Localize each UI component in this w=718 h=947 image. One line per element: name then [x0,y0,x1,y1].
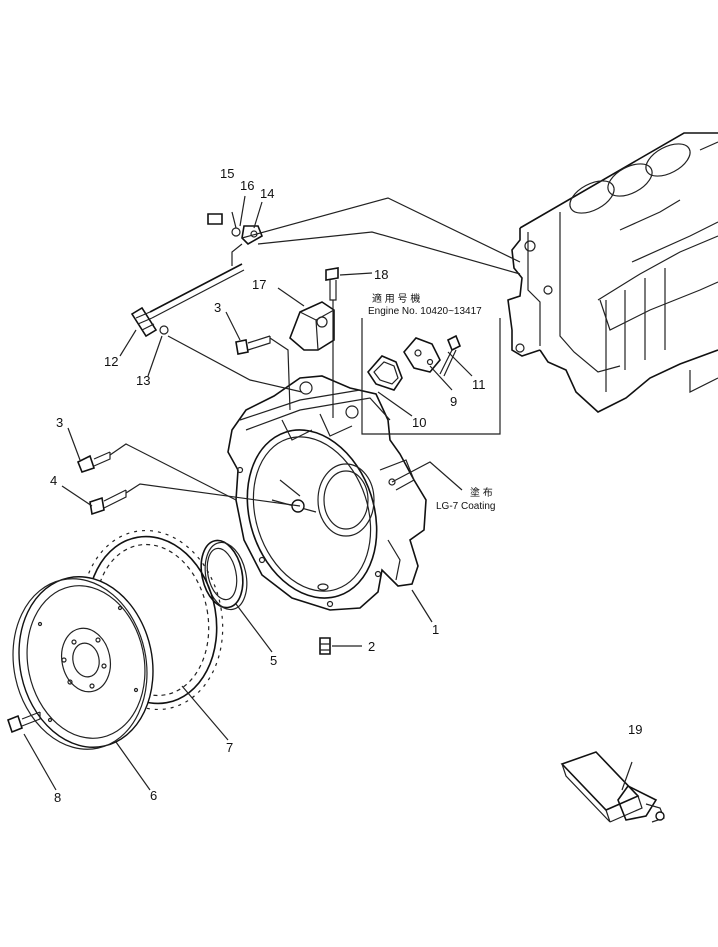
callout-5: 5 [270,653,277,668]
callout-11: 11 [472,377,486,392]
flywheel-housing [227,375,427,611]
callout-3-upper: 3 [214,300,221,315]
callout-14: 14 [260,186,274,201]
gasket-10 [366,355,403,391]
flywheel-6 [12,576,154,750]
callout-17: 17 [252,277,266,292]
coating-note-en: LG-7 Coating [436,501,495,512]
callout-3-lower: 3 [56,415,63,430]
callout-9: 9 [450,394,457,409]
serial-note-en: Engine No. 10420~13417 [368,306,482,317]
callout-19: 19 [628,722,642,737]
annotations: 適 用 号 機 Engine No. 10420~13417 塗 布 LG-7 … [368,292,495,512]
callout-7: 7 [226,740,233,755]
cover-plate-9 [403,337,441,373]
callout-2: 2 [368,639,375,654]
leader-lines [23,195,633,791]
bolt-3-upper [235,335,271,355]
dowel-2 [319,637,331,655]
callout-10: 10 [412,415,426,430]
bracket-17 [289,301,335,351]
coating-note-jp: 塗 布 [470,486,493,499]
callout-4: 4 [50,473,57,488]
callout-16: 16 [240,178,254,193]
bolt-4 [89,489,127,516]
callout-15: 15 [220,166,234,181]
callout-labels: 1 2 3 4 5 6 7 8 9 10 11 12 13 14 15 16 1… [50,166,642,805]
bolt-3-lower [76,451,111,473]
callout-6: 6 [150,788,157,803]
callout-8: 8 [54,790,61,805]
bolt-8 [7,711,41,734]
callout-1: 1 [432,622,439,637]
bolt-18 [325,267,373,418]
bolt-11 [439,334,462,377]
rod-assembly [130,213,264,338]
tool-19 [560,751,665,823]
serial-note-jp: 適 用 号 機 [372,292,420,305]
callout-13: 13 [136,373,150,388]
callout-12: 12 [104,354,118,369]
callout-18: 18 [374,267,388,282]
engine-block [507,132,718,413]
